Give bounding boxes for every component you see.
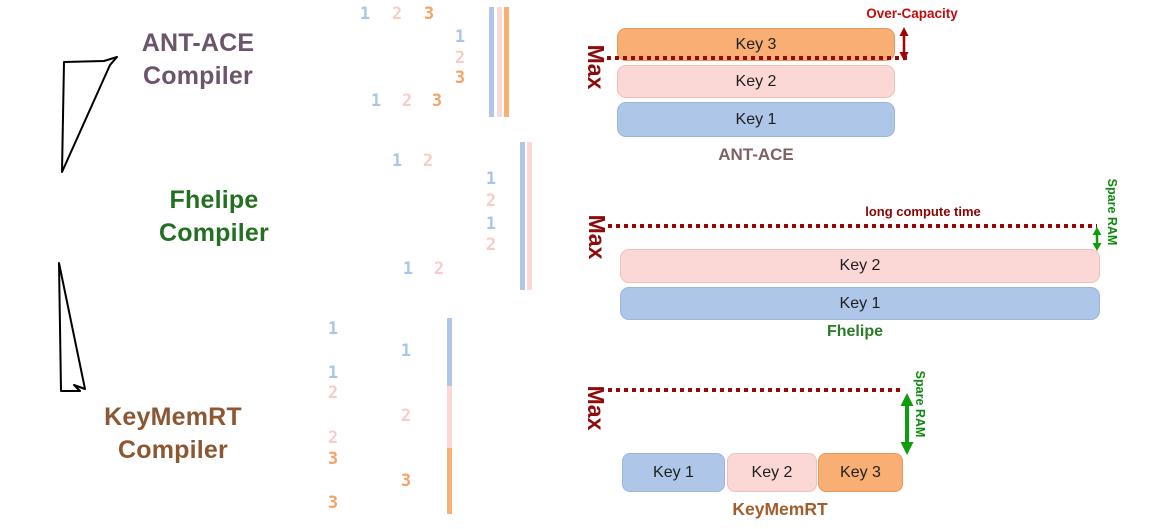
antace-key3-bar-label: Key 3 bbox=[735, 35, 777, 53]
antace-seq-number: 3 bbox=[454, 68, 466, 88]
antace-chart-title: ANT-ACE bbox=[718, 145, 794, 164]
keymemrt-seq-number: 2 bbox=[327, 428, 339, 448]
antace-seq-number: 2 bbox=[401, 91, 413, 111]
keymemrt-spare-ram-arrow-icon bbox=[900, 393, 914, 455]
fhelipe-key2-bar-label: Key 2 bbox=[839, 257, 881, 274]
keymemrt-ram-timeline-key3 bbox=[447, 448, 452, 514]
fhelipe-seq-number: 1 bbox=[485, 169, 497, 189]
fhelipe-key2-bar: Key 2 bbox=[620, 249, 1100, 283]
antace-seq-number: 1 bbox=[370, 91, 382, 111]
fhelipe-max-label: Max bbox=[584, 214, 611, 260]
over-capacity-arrow-icon bbox=[899, 27, 909, 61]
keymemrt-seq-number: 3 bbox=[400, 471, 412, 491]
keymemrt-max-dotted-line bbox=[608, 388, 904, 392]
antace-seq-number: 1 bbox=[359, 4, 371, 24]
keymemrt-key2-bar: Key 2 bbox=[727, 453, 817, 492]
fhelipe-seq-number: 1 bbox=[391, 151, 403, 171]
fhelipe-key1-bar-label: Key 1 bbox=[839, 294, 881, 312]
keymemrt-seq-number: 3 bbox=[327, 449, 339, 469]
keymemrt-compiler-line1: KeyMemRT bbox=[104, 403, 242, 431]
fhelipe-max-dotted-line bbox=[608, 224, 1097, 228]
fhelipe-ram-timeline-key2 bbox=[527, 142, 532, 290]
keymemrt-key1-bar: Key 1 bbox=[622, 453, 725, 492]
keymemrt-seq-number: 1 bbox=[327, 319, 339, 339]
fhelipe-ram-timeline-key1 bbox=[520, 142, 525, 290]
antace-seq-number: 3 bbox=[423, 4, 435, 24]
antace-ram-timeline-key1 bbox=[489, 7, 494, 117]
keymemrt-max-label: Max bbox=[583, 385, 610, 431]
fhelipe-key1-bar: Key 1 bbox=[620, 287, 1100, 320]
keymemrt-seq-number: 1 bbox=[400, 341, 412, 361]
keymemrt-key1-bar-label: Key 1 bbox=[653, 463, 694, 481]
fhelipe-seq-number: 1 bbox=[485, 214, 497, 234]
fhelipe-spare-ram-label: Spare RAM bbox=[1105, 178, 1119, 246]
keymemrt-seq-number: 2 bbox=[327, 383, 339, 403]
antace-key2-bar-label: Key 2 bbox=[735, 72, 777, 90]
antace-key1-bar-label: Key 1 bbox=[735, 110, 777, 128]
antace-key1-bar: Key 1 bbox=[617, 102, 895, 137]
antace-key3-bar: Key 3 bbox=[617, 28, 895, 61]
fhelipe-compiler-label: Fhelipe Compiler bbox=[104, 184, 324, 250]
fhelipe-seq-number: 2 bbox=[433, 259, 445, 279]
fhelipe-compiler-line1: Fhelipe bbox=[169, 186, 259, 214]
fhelipe-chart-title: Fhelipe bbox=[826, 323, 883, 340]
antace-compiler-label: ANT-ACE Compiler bbox=[88, 27, 308, 93]
keymemrt-key2-bar-label: Key 2 bbox=[751, 463, 793, 481]
antace-seq-number: 1 bbox=[454, 27, 466, 47]
antace-seq-number: 2 bbox=[391, 4, 403, 24]
antace-seq-number: 3 bbox=[431, 91, 443, 111]
antace-seq-number: 2 bbox=[454, 48, 466, 68]
keymemrt-compiler-label: KeyMemRT Compiler bbox=[63, 401, 283, 467]
keymemrt-ram-timeline-key1 bbox=[447, 318, 452, 386]
long-compute-time-label: long compute time bbox=[865, 204, 981, 219]
over-capacity-label: Over-Capacity bbox=[866, 6, 958, 21]
keymemrt-ram-timeline-key2 bbox=[447, 386, 452, 448]
antace-ram-timeline-key2 bbox=[497, 7, 502, 117]
keymemrt-chart-title: KeyMemRT bbox=[732, 499, 828, 519]
fhelipe-spare-ram-arrow-icon bbox=[1092, 227, 1102, 251]
keymemrt-compiler-line2: Compiler bbox=[118, 436, 228, 464]
fhelipe-seq-number: 2 bbox=[485, 235, 497, 255]
antace-compiler-line1: ANT-ACE bbox=[141, 29, 255, 57]
antace-max-dotted-line bbox=[607, 56, 908, 60]
keymemrt-key3-bar: Key 3 bbox=[818, 453, 903, 492]
keymemrt-key3-bar-label: Key 3 bbox=[840, 463, 881, 481]
antace-compiler-line2: Compiler bbox=[143, 62, 253, 90]
fhelipe-seq-number: 2 bbox=[422, 151, 434, 171]
keymemrt-seq-number: 1 bbox=[327, 363, 339, 383]
antace-max-label: Max bbox=[583, 44, 610, 90]
fhelipe-seq-number: 2 bbox=[485, 191, 497, 211]
keymemrt-seq-number: 3 bbox=[327, 493, 339, 513]
fhelipe-compiler-line2: Compiler bbox=[159, 219, 269, 247]
antace-key2-bar: Key 2 bbox=[617, 65, 895, 98]
fhelipe-seq-number: 1 bbox=[402, 259, 414, 279]
antace-ram-timeline-key3 bbox=[504, 7, 509, 117]
keymemrt-seq-number: 2 bbox=[400, 406, 412, 426]
